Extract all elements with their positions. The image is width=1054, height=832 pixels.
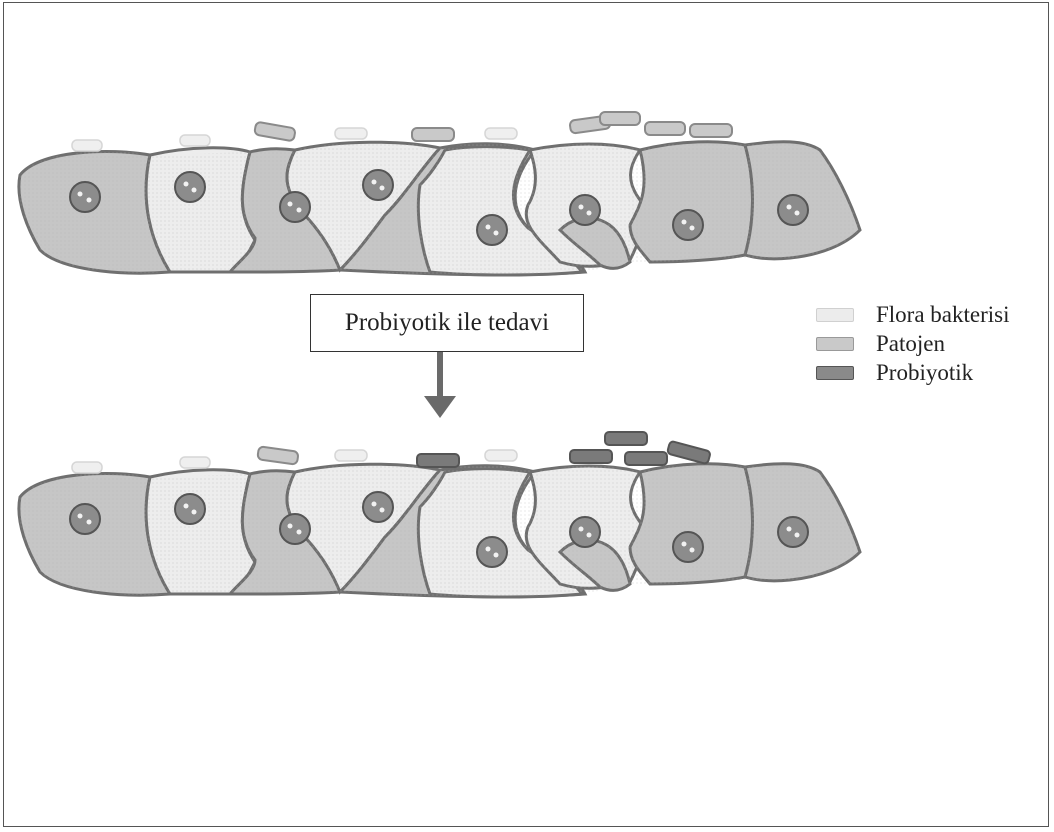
- epithelium-before: [19, 112, 860, 275]
- pathogen-icon: [816, 337, 854, 351]
- probiotic-icon: [816, 366, 854, 380]
- legend-label-flora: Flora bakterisi: [876, 302, 1010, 328]
- treatment-label-box: Probiyotik ile tedavi: [310, 294, 584, 352]
- legend-item-pathogen: Patojen: [816, 329, 1010, 358]
- pathogen-remaining: [257, 446, 298, 464]
- legend-item-probiotic: Probiyotik: [816, 358, 1010, 387]
- treatment-label: Probiyotik ile tedavi: [345, 309, 549, 337]
- legend-label-pathogen: Patojen: [876, 331, 945, 357]
- legend-item-flora: Flora bakterisi: [816, 300, 1010, 329]
- treatment-arrow: [424, 352, 456, 418]
- probiotic-cluster: [417, 432, 711, 467]
- flora-bacterium-icon: [816, 308, 854, 322]
- legend: Flora bakterisi Patojen Probiyotik: [816, 300, 1010, 387]
- legend-label-probiotic: Probiyotik: [876, 360, 973, 386]
- epithelium-after: [19, 432, 860, 597]
